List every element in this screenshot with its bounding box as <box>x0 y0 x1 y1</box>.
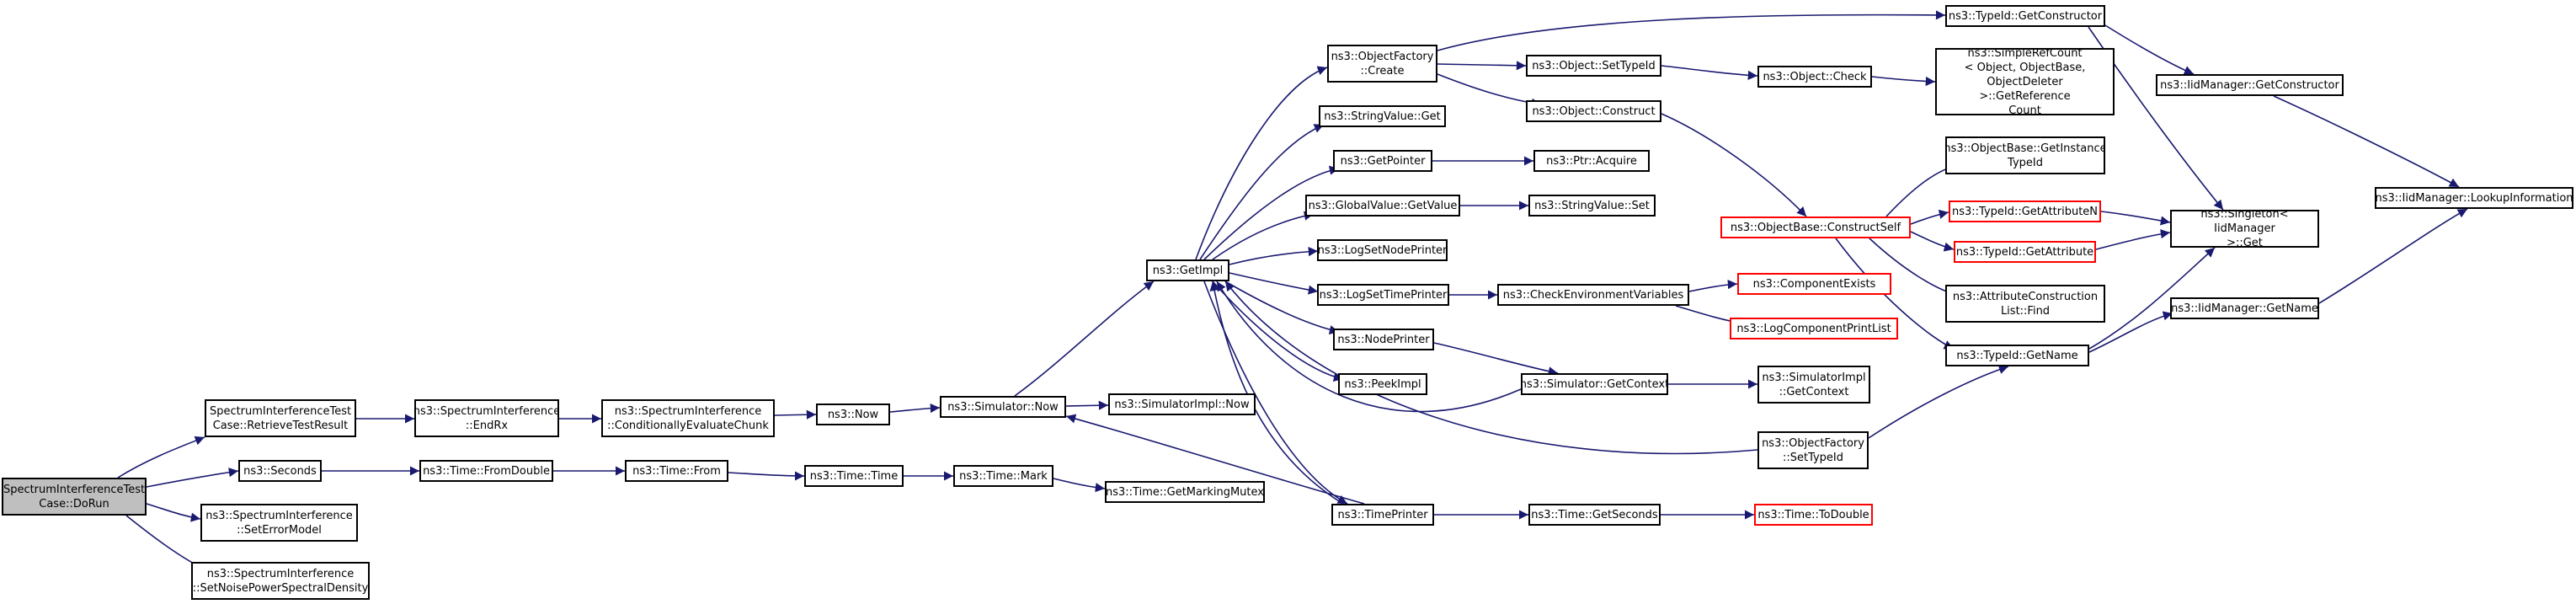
node-object-set-type-id[interactable]: ns3::Object::SetTypeId <box>1526 55 1661 77</box>
node-object-check[interactable]: ns3::Object::Check <box>1757 66 1872 88</box>
edge-create-settypeid <box>1437 61 1527 71</box>
node-iid-manager-lookup-information[interactable]: ns3::IidManager::LookupInformation <box>2375 187 2573 209</box>
node-get-instance-type-id[interactable]: ns3::ObjectBase::GetInstance TypeId <box>1945 136 2105 174</box>
node-do-run[interactable]: SpectrumInterferenceTest Case::DoRun <box>2 478 147 516</box>
edge-iidgetctor-lookup <box>2273 95 2460 188</box>
node-time-time[interactable]: ns3::Time::Time <box>804 465 904 487</box>
node-seconds[interactable]: ns3::Seconds <box>238 460 322 482</box>
edge-getimpl-logtime <box>1229 272 1319 295</box>
node-simulator-impl-now[interactable]: ns3::SimulatorImpl::Now <box>1108 393 1256 415</box>
edge-construct-constructself <box>1661 113 1807 217</box>
node-simulator-impl-get-context[interactable]: ns3::SimulatorImpl ::GetContext <box>1757 366 1870 404</box>
edge-checkenv-compexists <box>1688 280 1738 292</box>
node-type-id-get-name[interactable]: ns3::TypeId::GetName <box>1945 345 2089 366</box>
node-ptr-acquire[interactable]: ns3::Ptr::Acquire <box>1533 150 1650 172</box>
edge-getcontext-getimpl <box>1216 281 1522 413</box>
edge-getimpl-gvgetvalue <box>1212 211 1315 260</box>
edge-condeval-now <box>774 409 817 420</box>
edge-simnow-getimpl <box>1014 281 1155 397</box>
node-type-id-get-constructor[interactable]: ns3::TypeId::GetConstructor <box>1945 5 2105 27</box>
edge-tidgetname-singleton <box>2088 247 2216 350</box>
edge-constructself-getattrn <box>1910 209 1949 225</box>
node-object-factory-set-type-id[interactable]: ns3::ObjectFactory ::SetTypeId <box>1757 431 1869 469</box>
node-time-mark[interactable]: ns3::Time::Mark <box>953 465 1053 487</box>
node-singleton-get[interactable]: ns3::Singleton< IidManager >::Get <box>2170 210 2319 248</box>
node-get-pointer[interactable]: ns3::GetPointer <box>1333 150 1432 172</box>
edge-iidgetname-lookup <box>2318 208 2468 304</box>
edge-create-tidgetctor <box>1437 10 1946 51</box>
node-get-attribute[interactable]: ns3::TypeId::GetAttribute <box>1954 241 2096 263</box>
node-iid-manager-get-name[interactable]: ns3::IidManager::GetName <box>2170 297 2319 319</box>
node-get-attribute-n[interactable]: ns3::TypeId::GetAttributeN <box>1949 200 2101 222</box>
edge-getimpl-nodeprinter <box>1224 281 1340 335</box>
node-log-set-time-printer[interactable]: ns3::LogSetTimePrinter <box>1317 284 1449 306</box>
node-string-value-set[interactable]: ns3::StringValue::Set <box>1528 195 1656 216</box>
node-end-rx[interactable]: ns3::SpectrumInterference ::EndRx <box>414 399 559 437</box>
node-node-printer[interactable]: ns3::NodePrinter <box>1333 329 1434 350</box>
node-simulator-now[interactable]: ns3::Simulator::Now <box>940 396 1066 418</box>
edge-doRun-seterr <box>146 503 201 522</box>
node-time-printer[interactable]: ns3::TimePrinter <box>1331 504 1434 526</box>
node-object-factory-create[interactable]: ns3::ObjectFactory ::Create <box>1327 45 1437 83</box>
edge-getattrn-singleton <box>2100 211 2171 226</box>
node-iid-manager-get-constructor[interactable]: ns3::IidManager::GetConstructor <box>2156 74 2344 96</box>
node-check-environment-variables[interactable]: ns3::CheckEnvironmentVariables <box>1497 284 1689 306</box>
edge-doRun-retrieve <box>117 436 205 478</box>
edge-getimpl-getpointer <box>1203 165 1340 260</box>
node-time-from-double[interactable]: ns3::Time::FromDouble <box>419 460 553 482</box>
edge-settypeid-objcheck <box>1661 65 1758 80</box>
node-object-base-construct-self[interactable]: ns3::ObjectBase::ConstructSelf <box>1720 216 1911 238</box>
edge-objcheck-refcount <box>1871 76 1936 87</box>
node-get-marking-mutex[interactable]: ns3::Time::GetMarkingMutex <box>1105 481 1265 503</box>
node-global-value-get-value[interactable]: ns3::GlobalValue::GetValue <box>1305 195 1460 216</box>
edge-doRun-seconds <box>146 468 239 488</box>
edge-ofsettypeid-getimpl <box>1224 281 1758 455</box>
edge-simnow-simimplnow <box>1065 400 1109 410</box>
node-log-set-node-printer[interactable]: ns3::LogSetNodePrinter <box>1317 239 1448 261</box>
node-set-noise-psd[interactable]: ns3::SpectrumInterference ::SetNoisePowe… <box>191 562 370 600</box>
edge-constructself-getattr <box>1910 231 1955 252</box>
edge-getimpl-timeprinter <box>1203 281 1348 505</box>
edge-now-simnow <box>889 403 941 414</box>
node-simulator-get-context[interactable]: ns3::Simulator::GetContext <box>1521 373 1668 395</box>
node-now[interactable]: ns3::Now <box>816 404 890 425</box>
node-conditionally-evaluate-chunk[interactable]: ns3::SpectrumInterference ::Conditionall… <box>601 399 775 437</box>
node-time-from[interactable]: ns3::Time::From <box>625 460 728 482</box>
node-peek-impl[interactable]: ns3::PeekImpl <box>1338 373 1427 395</box>
node-component-exists[interactable]: ns3::ComponentExists <box>1737 273 1891 295</box>
edge-from-timetime <box>728 471 805 481</box>
edge-tidgetctor-iidgetctor <box>2104 24 2195 75</box>
edge-nodeprinter-getcontext <box>1433 342 1559 377</box>
edge-ofsettypeid-tidgetname <box>1868 365 2009 439</box>
edge-getattr-singleton <box>2095 229 2171 250</box>
edge-getimpl-create <box>1195 66 1328 260</box>
edge-getimpl-lognode <box>1229 247 1319 265</box>
node-time-to-double[interactable]: ns3::Time::ToDouble <box>1754 504 1873 526</box>
edge-getimpl-strget <box>1199 124 1325 260</box>
edge-tidgetname-iidgetname <box>2088 311 2173 353</box>
node-attribute-construction-list-find[interactable]: ns3::AttributeConstruction List::Find <box>1945 285 2105 323</box>
edge-constructself-tidgetname <box>1835 238 1955 350</box>
node-string-value-get[interactable]: ns3::StringValue::Get <box>1319 105 1446 127</box>
node-set-error-model[interactable]: ns3::SpectrumInterference ::SetErrorMode… <box>200 504 358 542</box>
edge-timeprinter-getimpl <box>1209 281 1344 505</box>
node-object-construct[interactable]: ns3::Object::Construct <box>1526 100 1661 122</box>
node-retrieve-test-result[interactable]: SpectrumInterferenceTest Case::RetrieveT… <box>205 399 356 437</box>
edge-mark-mutex <box>1053 478 1106 493</box>
node-log-component-print-list[interactable]: ns3::LogComponentPrintList <box>1730 318 1898 339</box>
node-time-get-seconds[interactable]: ns3::Time::GetSeconds <box>1528 504 1661 526</box>
node-simple-ref-count[interactable]: ns3::SimpleRefCount < Object, ObjectBase… <box>1935 48 2115 115</box>
node-get-impl[interactable]: ns3::GetImpl <box>1146 259 1229 281</box>
